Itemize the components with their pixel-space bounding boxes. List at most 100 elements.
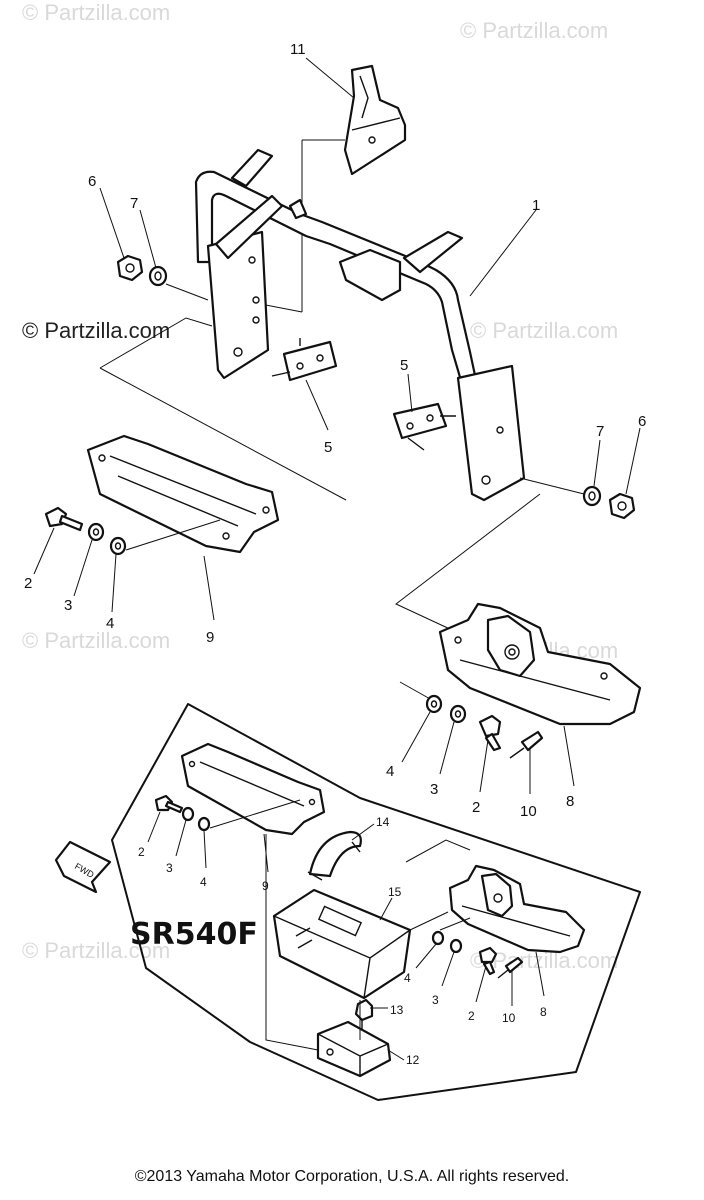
leader-12 — [387, 1049, 405, 1061]
dashed-leader-6-7-left — [165, 283, 209, 301]
callout-2-mid: 2 — [472, 799, 480, 816]
callout-10-lower: 10 — [502, 1011, 516, 1025]
watermark-top-right: © Partzilla.com — [460, 18, 608, 43]
leader-6-left — [99, 187, 125, 259]
leader-9-upper — [203, 555, 215, 621]
leader-4-mid — [401, 711, 431, 763]
leader-8-lower — [535, 951, 545, 997]
part-9-bracket-upper — [86, 434, 280, 554]
leader-15 — [379, 897, 393, 921]
callout-8-lower: 8 — [540, 1005, 547, 1019]
callout-4-lower-left: 4 — [200, 875, 207, 889]
part-1-frame — [194, 148, 526, 502]
leader-7-left — [139, 209, 157, 269]
callout-5-right: 5 — [400, 357, 408, 374]
part-4-washer-mid — [425, 694, 443, 714]
leader-7-right — [593, 439, 601, 487]
leader-6-right — [625, 427, 641, 495]
copyright-footer: ©2013 Yamaha Motor Corporation, U.S.A. A… — [134, 1168, 570, 1185]
part-10-pin-mid — [509, 730, 544, 759]
callout-2-lower-right: 2 — [468, 1009, 475, 1023]
leader-8-upper — [563, 725, 575, 787]
leader-5-right — [407, 373, 413, 413]
dashed-leader-234-upper — [125, 519, 221, 551]
part-2-bolt-upper — [44, 506, 84, 532]
callout-6-left: 6 — [88, 173, 96, 190]
callout-7-left: 7 — [130, 195, 138, 212]
part-15-battery — [272, 888, 412, 1000]
callout-11: 11 — [290, 41, 306, 58]
part-6-nut-left — [116, 254, 144, 282]
leader-14 — [351, 823, 375, 841]
dashed-guide-inset-right — [405, 839, 471, 863]
callout-4-upper: 4 — [106, 615, 114, 632]
leader-3-mid — [439, 721, 455, 775]
leader-5-left — [305, 379, 329, 431]
part-7-washer-left — [148, 265, 168, 287]
callout-4-mid: 4 — [386, 763, 394, 780]
leader-3-lower-left — [175, 819, 187, 857]
callout-9-upper: 9 — [206, 629, 214, 646]
part-6-nut-right — [608, 492, 636, 520]
leader-11 — [305, 57, 355, 99]
dashed-guide-inset-battery — [409, 911, 449, 931]
part-10-pin-lower — [497, 956, 524, 979]
dashed-guide-right-to-bracket — [395, 493, 541, 631]
part-14-strap — [307, 830, 362, 881]
leader-4-upper — [111, 553, 117, 613]
part-2-bolt-lower-left — [154, 794, 184, 814]
callout-8-upper: 8 — [566, 793, 574, 810]
callout-14: 14 — [376, 815, 390, 829]
callout-15: 15 — [388, 885, 402, 899]
callout-3-upper: 3 — [64, 597, 72, 614]
part-8-bracket-upper — [438, 602, 642, 726]
model-label: SR540F — [130, 917, 258, 952]
part-5-plate-right — [392, 402, 456, 451]
dashed-guide-left-to-bracket — [99, 367, 347, 501]
callout-12: 12 — [406, 1053, 420, 1067]
watermark-prominent: © Partzilla.com — [22, 318, 170, 343]
callout-13: 13 — [390, 1003, 404, 1017]
part-3-washer-lower-left — [181, 806, 195, 822]
callout-10-mid: 10 — [520, 803, 537, 820]
leader-4-lower-left — [203, 829, 207, 869]
part-12-bracket — [316, 1020, 392, 1078]
leader-1 — [469, 209, 537, 297]
callout-1: 1 — [532, 197, 540, 214]
callout-3-lower-left: 3 — [166, 861, 173, 875]
leader-3-lower-right — [441, 951, 455, 987]
callout-2-lower-left: 2 — [138, 845, 145, 859]
sr540f-inset-outline — [111, 703, 641, 1101]
callout-7-right: 7 — [596, 423, 604, 440]
leader-4-lower-right — [415, 943, 437, 969]
watermark-mid-right: © Partzilla.com — [470, 318, 618, 343]
dashed-guide-inset-left — [265, 834, 319, 1051]
part-4-washer-upper — [109, 536, 127, 556]
callout-2-upper: 2 — [24, 575, 32, 592]
dashed-leader-inset-right-hw — [439, 917, 471, 931]
fwd-arrow-icon: FWD — [54, 840, 112, 894]
callout-6-right: 6 — [638, 413, 646, 430]
callout-3-mid: 3 — [430, 781, 438, 798]
callout-4-lower-right: 4 — [404, 971, 411, 985]
watermark-bottom-left: © Partzilla.com — [22, 938, 170, 963]
part-3-washer-upper — [87, 522, 105, 542]
callout-5-left: 5 — [324, 439, 332, 456]
watermark-top-left: © Partzilla.com — [22, 0, 170, 25]
callout-3-lower-right: 3 — [432, 993, 439, 1007]
part-7-washer-right — [582, 485, 602, 507]
dashed-guide-upper-left — [99, 317, 213, 369]
leader-2-mid — [479, 739, 489, 793]
part-2-bolt-lower-right — [478, 946, 498, 976]
part-4-washer-lower-left — [197, 816, 211, 832]
leader-2-lower-left — [147, 811, 161, 843]
watermark-mid-left: © Partzilla.com — [22, 628, 170, 653]
part-3-washer-lower-right — [449, 938, 463, 954]
part-3-washer-mid — [449, 704, 467, 724]
part-5-plate-left — [271, 338, 338, 382]
leader-2-lower-right — [475, 965, 487, 1003]
part-9-bracket-lower — [180, 742, 326, 836]
dashed-leader-6-7-right — [519, 477, 585, 495]
part-4-washer-lower-right — [431, 930, 445, 946]
